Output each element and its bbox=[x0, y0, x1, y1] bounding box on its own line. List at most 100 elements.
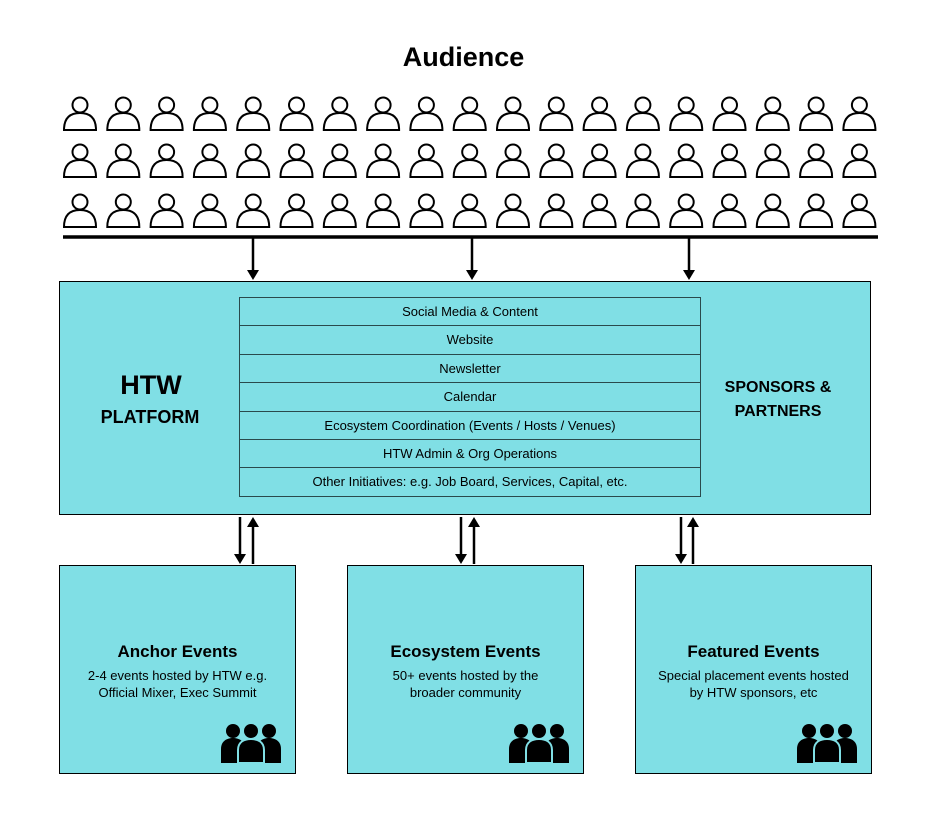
person-outline-icon bbox=[149, 96, 184, 131]
event-title: Featured Events bbox=[687, 642, 820, 661]
event-title: Ecosystem Events bbox=[390, 642, 541, 661]
person-outline-icon bbox=[625, 96, 660, 131]
person-outline-icon bbox=[279, 193, 314, 228]
person-outline-icon bbox=[625, 143, 660, 178]
person-outline-icon bbox=[366, 193, 401, 228]
service-website: Website bbox=[240, 326, 700, 355]
service-admin-operations: HTW Admin & Org Operations bbox=[240, 440, 700, 469]
audience-to-platform-arrow-3 bbox=[683, 238, 695, 280]
person-outline-icon bbox=[366, 143, 401, 178]
person-outline-icon bbox=[279, 96, 314, 131]
person-outline-icon bbox=[149, 193, 184, 228]
person-outline-icon bbox=[669, 193, 704, 228]
person-outline-icon bbox=[539, 143, 574, 178]
person-outline-icon bbox=[322, 96, 357, 131]
person-outline-icon bbox=[62, 193, 98, 228]
service-social-media: Social Media & Content bbox=[240, 298, 700, 327]
services-stack: Social Media & Content Website Newslette… bbox=[239, 297, 701, 497]
event-description: Special placement events hosted by HTW s… bbox=[644, 667, 863, 701]
event-desc-line-2: by HTW sponsors, etc bbox=[689, 685, 818, 700]
service-calendar: Calendar bbox=[240, 383, 700, 412]
person-outline-icon bbox=[712, 96, 747, 131]
person-outline-icon bbox=[106, 96, 141, 131]
person-outline-icon bbox=[582, 96, 617, 131]
person-outline-icon bbox=[452, 143, 487, 178]
person-outline-icon bbox=[192, 193, 227, 228]
ecosystem-events-box: Ecosystem Events 50+ events hosted by th… bbox=[347, 565, 584, 774]
person-outline-icon bbox=[495, 193, 531, 228]
person-outline-icon bbox=[106, 193, 141, 228]
group-people-icon bbox=[509, 724, 569, 763]
service-newsletter: Newsletter bbox=[240, 355, 700, 384]
connector-arrows bbox=[63, 235, 878, 564]
audience-to-platform-arrow-2 bbox=[466, 238, 478, 280]
platform-to-event-arrow-1 bbox=[234, 517, 246, 564]
sponsors-line-1: SPONSORS & bbox=[724, 379, 832, 396]
event-desc-line-1: 2-4 events hosted by HTW e.g. bbox=[87, 668, 268, 683]
person-outline-icon bbox=[842, 96, 877, 131]
person-outline-icon bbox=[366, 96, 401, 131]
event-description: 2-4 events hosted by HTW e.g. Official M… bbox=[68, 667, 287, 701]
person-outline-icon bbox=[625, 193, 660, 228]
audience-title: Audience bbox=[402, 42, 525, 72]
featured-events-box: Featured Events Special placement events… bbox=[635, 565, 872, 774]
anchor-events-box: Anchor Events 2-4 events hosted by HTW e… bbox=[59, 565, 296, 774]
person-outline-icon bbox=[712, 143, 747, 178]
person-outline-icon bbox=[539, 96, 574, 131]
person-outline-icon bbox=[106, 143, 141, 178]
person-outline-icon bbox=[236, 193, 271, 228]
person-outline-icon bbox=[799, 96, 834, 131]
person-outline-icon bbox=[842, 143, 877, 178]
person-outline-icon bbox=[799, 193, 834, 228]
person-outline-icon bbox=[409, 193, 444, 228]
person-outline-icon bbox=[62, 96, 98, 131]
person-outline-icon bbox=[236, 96, 271, 131]
platform-subtitle: PLATFORM bbox=[100, 407, 200, 427]
person-outline-icon bbox=[62, 143, 98, 178]
htw-platform-box bbox=[59, 281, 871, 515]
person-outline-icon bbox=[712, 193, 747, 228]
person-outline-icon bbox=[452, 193, 487, 228]
person-outline-icon bbox=[409, 96, 444, 131]
person-outline-icon bbox=[582, 193, 617, 228]
group-people-icon bbox=[221, 724, 281, 763]
audience-grid bbox=[62, 96, 877, 228]
person-outline-icon bbox=[582, 143, 617, 178]
event-to-platform-arrow-2 bbox=[468, 517, 480, 564]
person-outline-icon bbox=[279, 143, 314, 178]
person-outline-icon bbox=[236, 143, 271, 178]
person-outline-icon bbox=[322, 143, 357, 178]
event-desc-line-1: Special placement events hosted bbox=[658, 668, 849, 683]
event-desc-line-1: 50+ events hosted by the bbox=[392, 668, 539, 683]
person-outline-icon bbox=[842, 193, 877, 228]
platform-title: HTW bbox=[120, 370, 182, 400]
event-desc-line-2: broader community bbox=[409, 685, 522, 700]
person-outline-icon bbox=[192, 143, 227, 178]
person-outline-icon bbox=[452, 96, 487, 131]
event-desc-line-2: Official Mixer, Exec Summit bbox=[98, 685, 257, 700]
sponsors-line-2: PARTNERS bbox=[734, 403, 822, 420]
event-description: 50+ events hosted by the broader communi… bbox=[356, 667, 575, 701]
event-title: Anchor Events bbox=[117, 642, 238, 661]
person-outline-icon bbox=[799, 143, 834, 178]
audience-to-platform-arrow-1 bbox=[247, 238, 259, 280]
event-to-platform-arrow-1 bbox=[247, 517, 259, 564]
person-outline-icon bbox=[495, 96, 531, 131]
person-outline-icon bbox=[755, 193, 790, 228]
sponsors-label: SPONSORS & PARTNERS bbox=[718, 376, 838, 424]
person-outline-icon bbox=[409, 143, 444, 178]
person-outline-icon bbox=[192, 96, 227, 131]
person-outline-icon bbox=[755, 143, 790, 178]
platform-to-event-arrow-2 bbox=[455, 517, 467, 564]
person-outline-icon bbox=[755, 96, 790, 131]
person-outline-icon bbox=[322, 193, 357, 228]
platform-to-event-arrow-3 bbox=[675, 517, 687, 564]
group-people-icon bbox=[797, 724, 857, 763]
service-ecosystem-coordination: Ecosystem Coordination (Events / Hosts /… bbox=[240, 412, 700, 440]
person-outline-icon bbox=[495, 143, 531, 178]
service-other-initiatives: Other Initiatives: e.g. Job Board, Servi… bbox=[312, 474, 628, 490]
person-outline-icon bbox=[149, 143, 184, 178]
person-outline-icon bbox=[539, 193, 574, 228]
person-outline-icon bbox=[669, 143, 704, 178]
